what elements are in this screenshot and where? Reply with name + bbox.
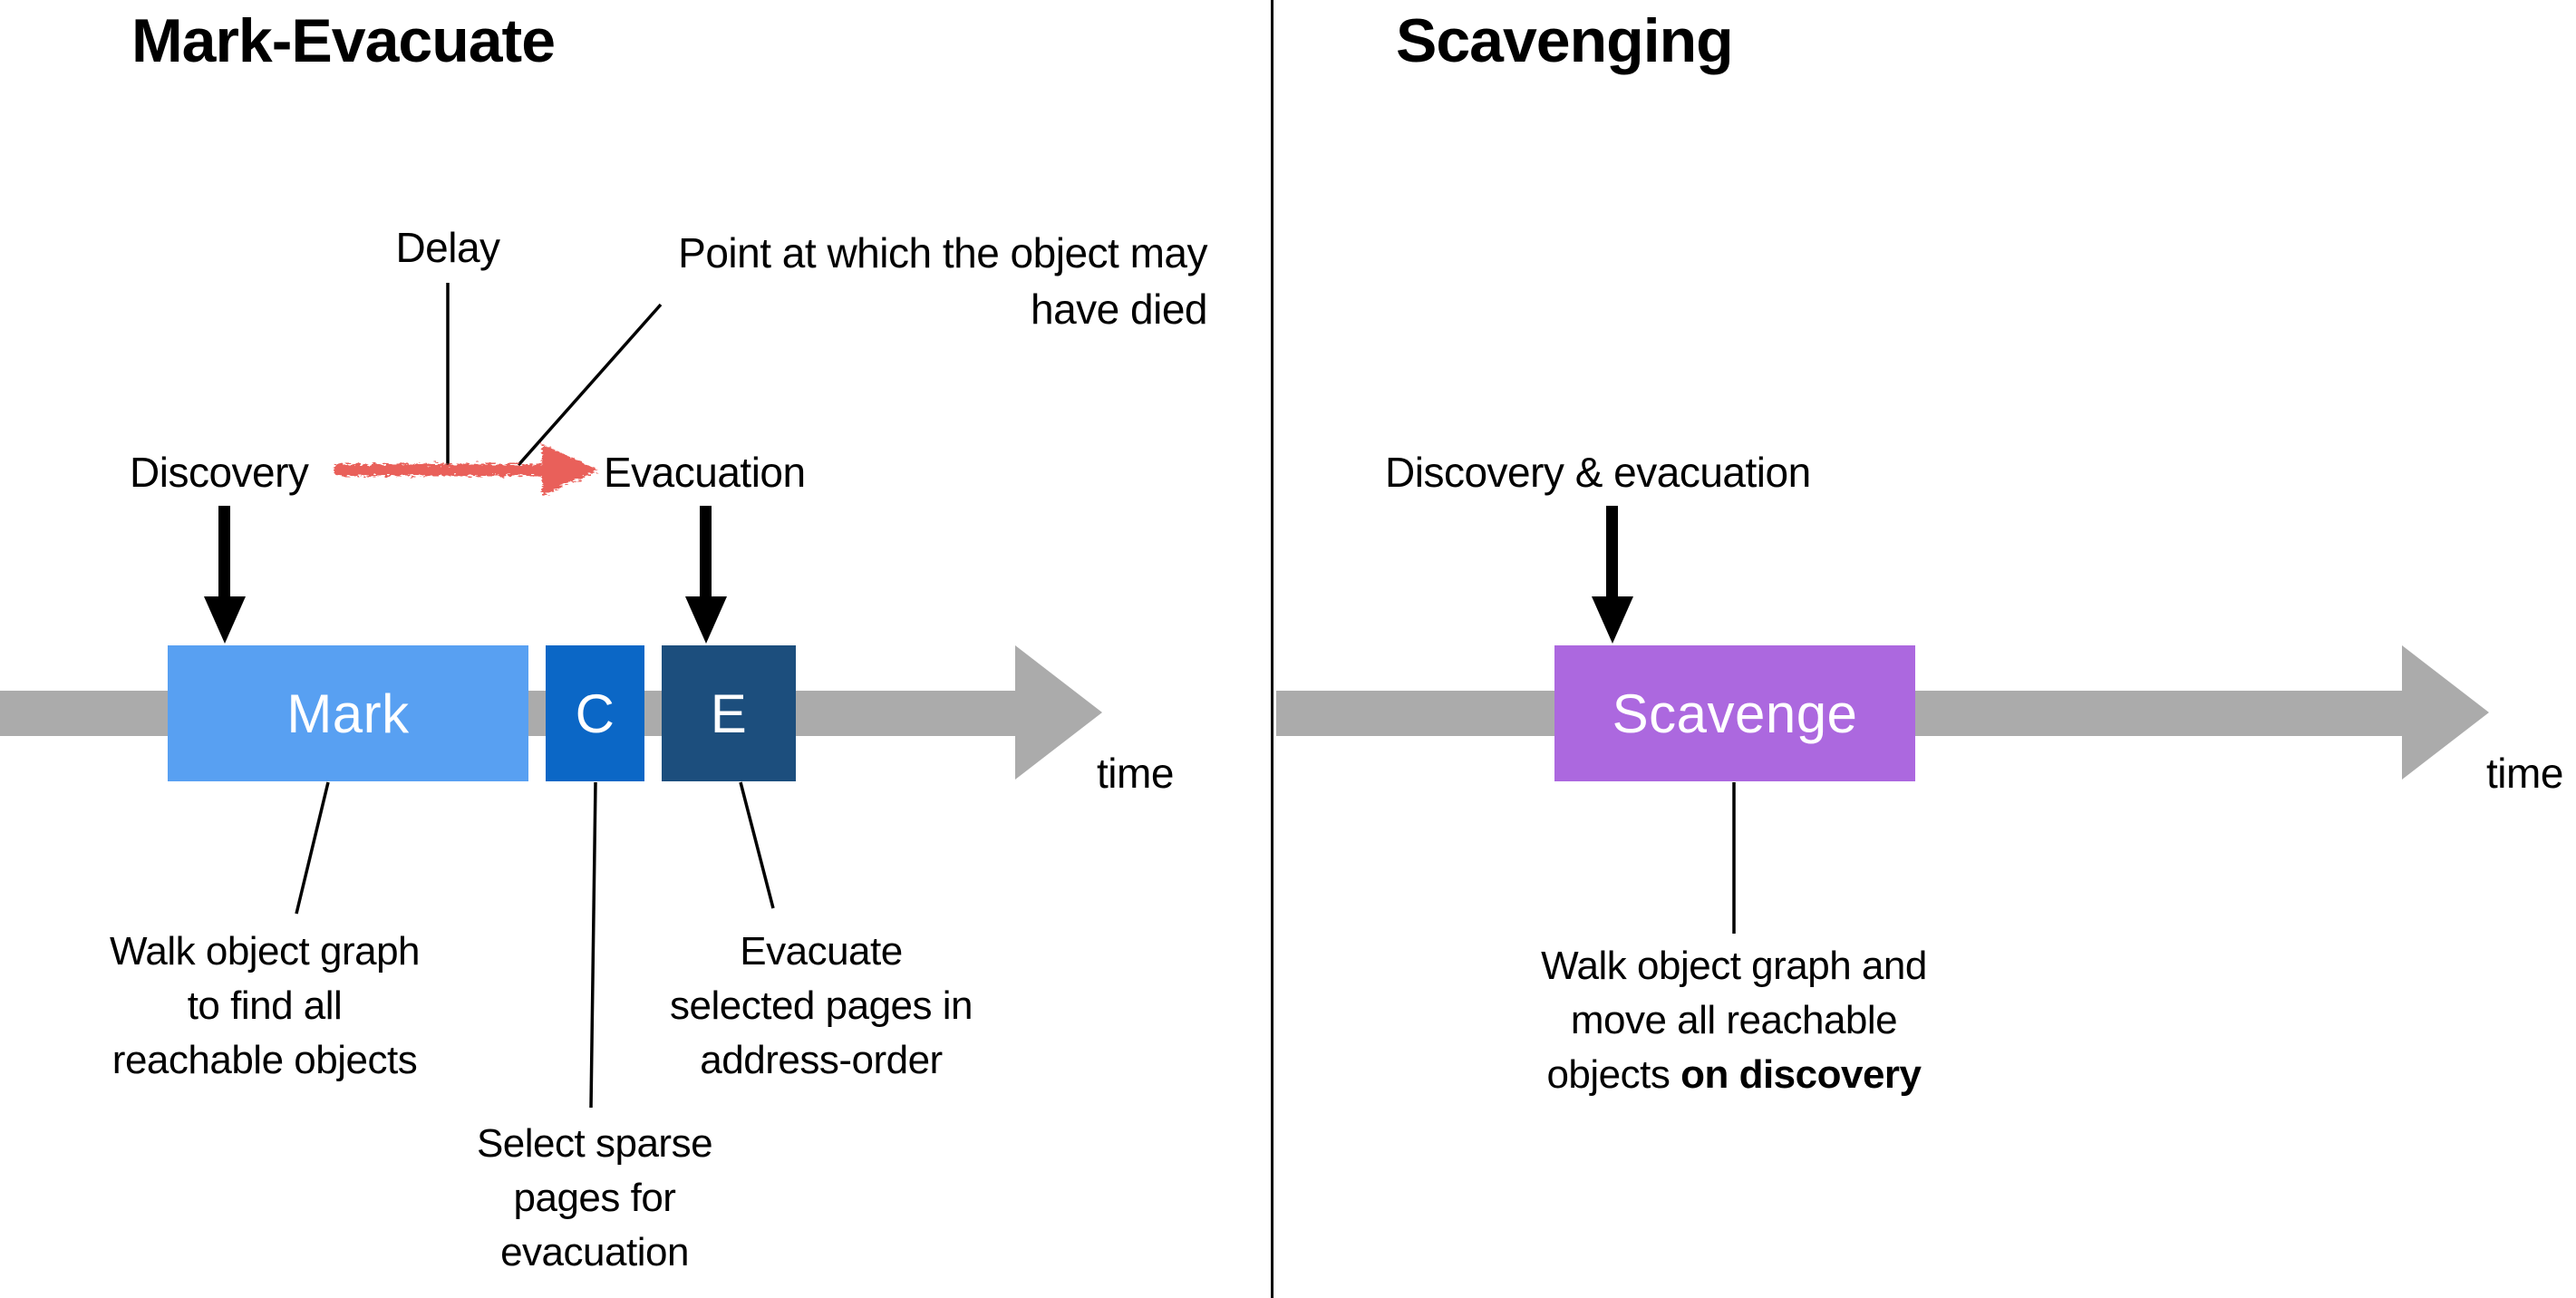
discovery-evacuation-label: Discovery & evacuation [1385,449,1811,496]
scavenge-phase-label: Scavenge [1612,683,1858,744]
evacuate-note-line: Evacuate [740,929,903,973]
point-died-line2: have died [1031,286,1208,333]
mark-note: Walk object graph to find all reachable … [109,925,421,1088]
timeline-arrowhead [2402,645,2489,780]
mark-phase-box: Mark [168,645,528,781]
scavenge-note-bold-text: on discovery [1680,1052,1922,1097]
panel-divider [1271,0,1273,1298]
compact-note: Select sparse pages for evacuation [476,1117,713,1280]
scavenge-note-normal-text: objects [1546,1052,1681,1097]
mark-note-line: reachable objects [111,1038,418,1082]
timeline-arrowhead [1015,645,1102,780]
compact-phase-box: C [546,645,644,781]
time-label: time [1097,750,1174,797]
evacuate-note-line: selected pages in [670,983,973,1028]
delay-label: Delay [395,224,500,271]
compact-note-line: Select sparse [476,1121,713,1166]
discovery-label: Discovery [130,449,309,496]
down-arrow-icon [685,506,727,644]
compact-phase-label: C [575,683,615,744]
evacuate-note-connector-line [739,781,775,909]
compact-note-line: pages for [513,1176,676,1220]
time-label: time [2486,750,2563,797]
mark-note-line: Walk object graph [109,929,421,973]
point-died-label: Point at which the object may have died [649,225,1207,337]
left-panel-title: Mark-Evacuate [131,6,556,75]
scavenge-note-line: Walk object graph and [1541,944,1927,988]
down-arrow-icon [1592,506,1633,644]
scavenge-note-line: move all reachable [1570,998,1898,1042]
evacuation-label: Evacuation [604,449,806,496]
right-panel-title: Scavenging [1396,6,1734,75]
evacuate-note: Evacuate selected pages in address-order [670,925,973,1088]
mark-note-line: to find all [187,983,343,1028]
scavenge-note: Walk object graph and move all reachable… [1541,939,1927,1102]
crayon-arrow-icon [334,444,598,496]
scavenge-phase-box: Scavenge [1554,645,1915,781]
down-arrow-icon [204,506,246,644]
evacuate-phase-box: E [662,645,796,781]
scavenge-note-line: objects on discovery [1541,1048,1927,1102]
compact-note-line: evacuation [500,1230,689,1274]
evacuate-phase-label: E [710,683,748,744]
mark-phase-label: Mark [286,683,410,744]
evacuate-note-line: address-order [700,1038,943,1082]
mark-note-connector-line [295,781,330,915]
point-died-line1: Point at which the object may [678,229,1207,276]
compact-note-connector-line [589,781,597,1109]
